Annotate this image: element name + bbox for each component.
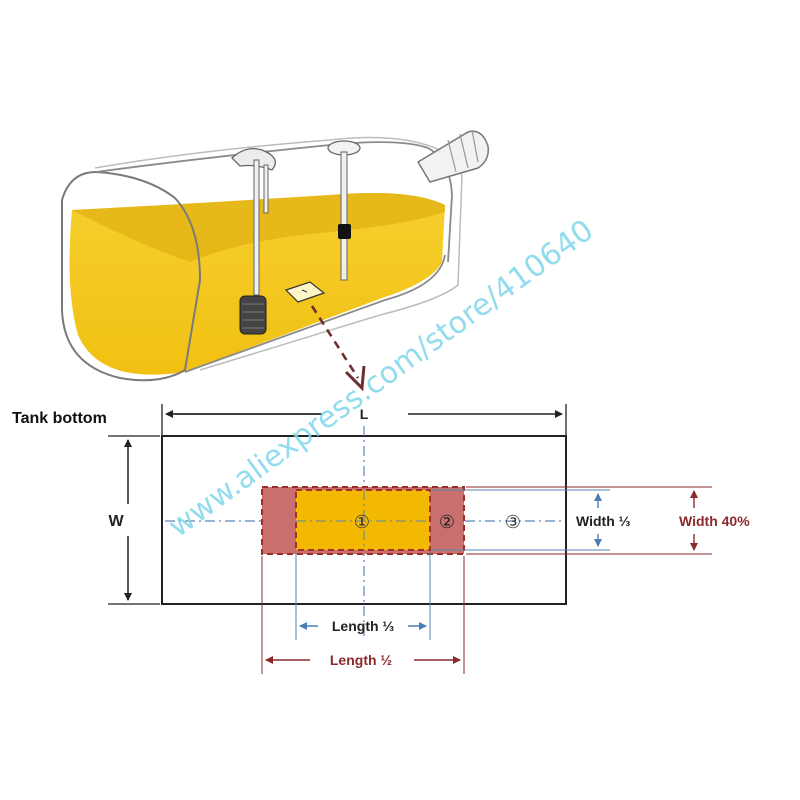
tank-back-outline	[94, 136, 463, 371]
tank-front-end	[61, 170, 202, 382]
mount-location-marker	[284, 281, 326, 303]
length-third-label: Length ⅓	[332, 618, 395, 634]
pointer-arrow-head	[344, 365, 366, 392]
zone-1-area	[295, 489, 431, 551]
tank-top-contour	[95, 141, 429, 173]
tank-illustration	[61, 129, 490, 392]
tank-bottom-label: Tank bottom	[12, 410, 107, 427]
length-third-dimension: Length ⅓	[295, 552, 431, 640]
left-fuel-sender	[231, 147, 276, 335]
pointer-arrow	[310, 305, 360, 379]
width-percent-label: Width 40%	[679, 513, 750, 529]
tank-bottom-plan: Tank bottom L W ① ② ③	[12, 404, 750, 674]
zone-3-marker: ③	[505, 512, 521, 533]
length-dimension: L	[161, 404, 567, 438]
width-symbol: W	[108, 513, 124, 530]
width-percent-dimension: Width 40%	[466, 486, 750, 555]
length-half-dimension: Length ½	[261, 556, 465, 674]
length-symbol: L	[360, 406, 369, 422]
width-dimension: W	[108, 435, 160, 605]
width-third-dimension: Width ⅓	[432, 489, 631, 551]
zone-1-marker: ①	[354, 512, 370, 533]
right-fuel-sender	[327, 140, 361, 281]
filler-neck	[416, 129, 490, 183]
length-half-label: Length ½	[330, 652, 393, 668]
zone-2-marker: ②	[439, 512, 455, 533]
width-third-label: Width ⅓	[576, 513, 631, 529]
tank-bottom-contour	[184, 254, 446, 373]
